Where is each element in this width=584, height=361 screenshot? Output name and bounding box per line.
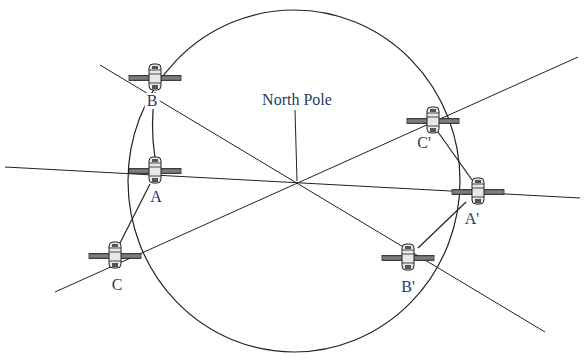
satellites	[89, 64, 504, 270]
inter-satellite-links	[120, 92, 472, 248]
orbital-planes	[5, 57, 580, 332]
satellite-label: C	[110, 277, 125, 293]
satellite-label: A	[148, 189, 164, 205]
satellite-label: B'	[399, 279, 417, 295]
satellite-label: C'	[415, 135, 433, 151]
satellite-label: A'	[463, 211, 481, 227]
satellite-label: B	[145, 93, 160, 109]
pole-label: North Pole	[260, 92, 334, 108]
leader-line	[295, 110, 297, 181]
